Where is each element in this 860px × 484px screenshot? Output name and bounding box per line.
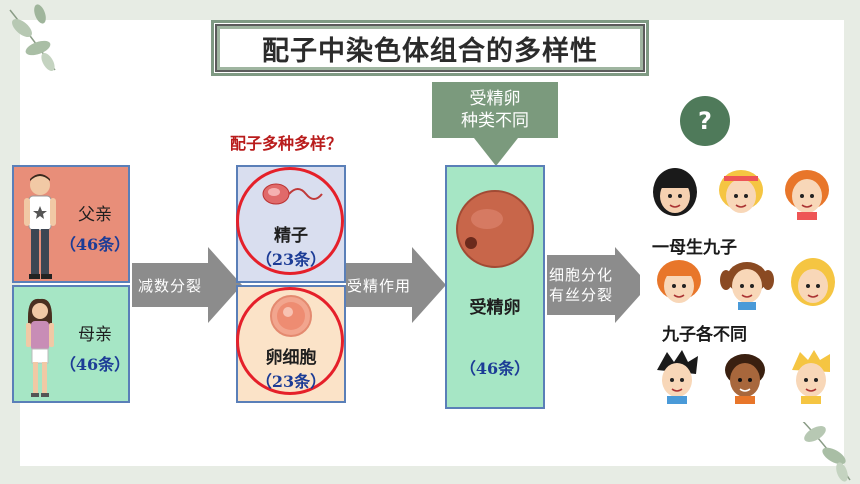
page-title-text: 配子中染色体组合的多样性 xyxy=(262,35,598,67)
caption-line2: 九子各不同 xyxy=(662,325,747,345)
mother-label: 母亲 xyxy=(78,324,112,345)
father-text: 父亲 （46条） xyxy=(58,197,132,257)
father-figure-icon xyxy=(24,174,56,279)
child-face-icon xyxy=(719,170,763,213)
sperm-cell-icon xyxy=(262,183,323,205)
child-face-icon xyxy=(657,260,701,303)
egg-text: 卵细胞 （23条） xyxy=(236,342,346,392)
child-face-icon xyxy=(785,170,829,220)
down-arrow-icon xyxy=(474,138,518,166)
egg-ring xyxy=(236,287,344,395)
mother-panel: 母亲 （46条） xyxy=(12,285,130,403)
zygote-cell-icon xyxy=(456,190,534,268)
caption-line1: 一母生九子 xyxy=(652,238,737,258)
sperm-text: 精子 （23条） xyxy=(236,220,346,270)
egg-count: （23条） xyxy=(255,371,327,391)
zygote-count: （46条） xyxy=(459,359,531,378)
child-face-icon xyxy=(720,262,774,310)
child-face-icon xyxy=(725,354,765,404)
zygote-types-line1: 受精卵 xyxy=(469,89,521,109)
zygote-types-box: 受精卵 种类不同 xyxy=(432,82,558,138)
sperm-ring xyxy=(236,167,344,275)
father-count: （46条） xyxy=(59,234,131,254)
question-mark-text: ? xyxy=(698,107,712,135)
division-arrow-label: 细胞分化 有丝分裂 xyxy=(547,255,615,315)
egg-cell-icon xyxy=(270,295,312,337)
arrow-head-icon xyxy=(412,247,446,323)
division-arrow-line1: 细胞分化 xyxy=(548,266,613,284)
zygote-label: 受精卵 xyxy=(469,298,521,318)
child-face-icon xyxy=(653,168,697,216)
child-face-icon xyxy=(791,258,835,306)
question-mark-badge: ? xyxy=(680,96,730,146)
mother-text: 母亲 （46条） xyxy=(58,317,132,377)
sperm-label: 精子 xyxy=(274,225,308,246)
meiosis-arrow-label: 减数分裂 xyxy=(132,263,208,307)
father-label: 父亲 xyxy=(78,204,112,225)
division-arrow: 细胞分化 有丝分裂 xyxy=(547,247,649,323)
child-face-icon xyxy=(792,350,830,404)
father-panel: 父亲 （46条） xyxy=(12,165,130,283)
zygote-panel: 受精卵 （46条） xyxy=(445,165,545,409)
zygote-label-wrap: 受精卵 xyxy=(447,293,543,318)
kids-area xyxy=(640,160,840,422)
division-arrow-line2: 有丝分裂 xyxy=(548,286,613,304)
meiosis-arrow: 减数分裂 xyxy=(132,247,242,323)
page-title: 配子中染色体组合的多样性 xyxy=(211,20,649,76)
leaf-decoration-icon xyxy=(9,4,56,72)
zygote-count-wrap: （46条） xyxy=(447,355,543,379)
mother-figure-icon xyxy=(26,298,54,397)
sperm-count: （23条） xyxy=(255,249,327,269)
leaf-decoration-icon xyxy=(799,417,851,482)
fertilization-arrow: 受精作用 xyxy=(346,247,446,323)
zygote-types-line2: 种类不同 xyxy=(461,111,529,131)
child-face-icon xyxy=(657,350,698,404)
egg-label: 卵细胞 xyxy=(265,347,317,368)
gamete-question: 配子多种多样？ xyxy=(230,134,343,153)
mother-count: （46条） xyxy=(59,354,131,374)
fertilization-arrow-label: 受精作用 xyxy=(346,263,412,307)
